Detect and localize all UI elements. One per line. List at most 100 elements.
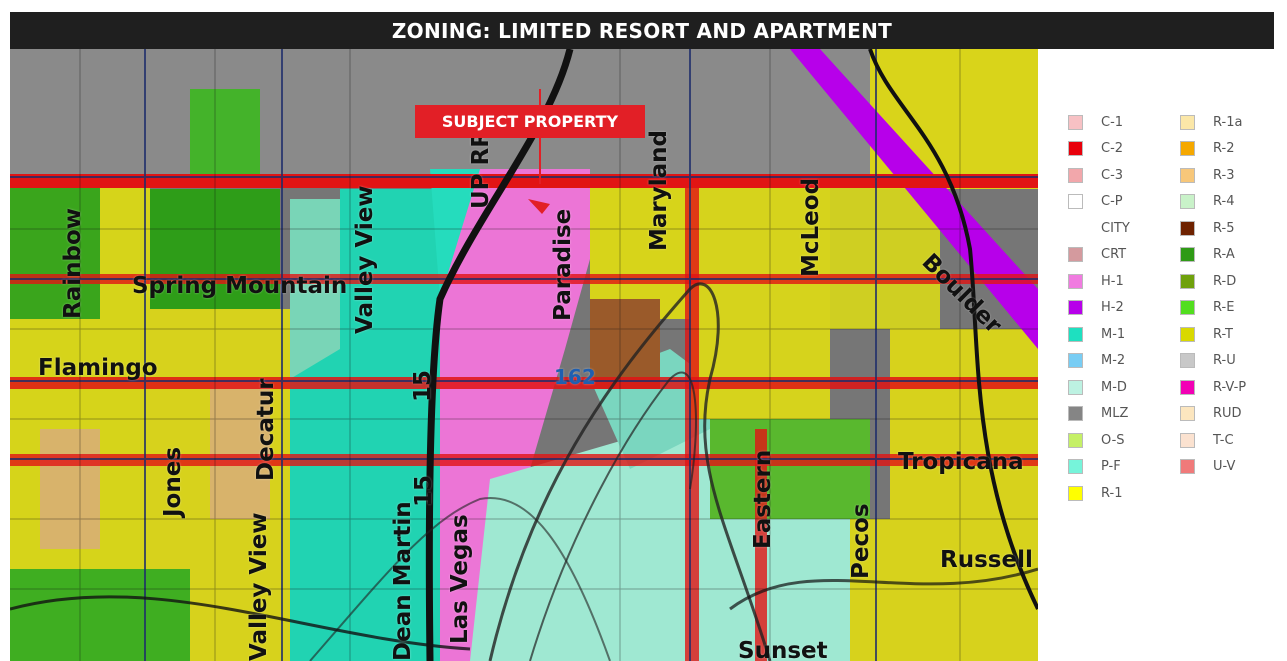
legend-swatch (1068, 273, 1083, 289)
legend-swatch (1068, 247, 1083, 263)
legend-label: T-C (1213, 432, 1234, 448)
legend-swatch (1068, 326, 1083, 342)
legend-item: R-U (1180, 348, 1246, 375)
legend-label: R-1 (1101, 485, 1123, 501)
legend-swatch (1180, 406, 1195, 422)
legend-item: R-1 (1068, 480, 1130, 507)
legend-swatch (1180, 459, 1195, 475)
legend-item: R-1a (1180, 109, 1246, 136)
legend-swatch (1068, 114, 1083, 130)
legend-swatch (1180, 114, 1195, 130)
legend-item: P-F (1068, 454, 1130, 481)
road-label-flamingo: Flamingo (38, 355, 158, 381)
legend-label: R-1a (1213, 114, 1243, 130)
legend-item: O-S (1068, 427, 1130, 454)
road-label-spring-mountain: Spring Mountain (132, 273, 348, 299)
legend-item: RUD (1180, 401, 1246, 428)
legend-label: CITY (1101, 220, 1130, 236)
page-title: ZONING: LIMITED RESORT AND APARTMENT (10, 12, 1274, 49)
legend-swatch (1068, 167, 1083, 183)
road-label-rainbow: Rainbow (60, 207, 86, 319)
legend-swatch (1068, 141, 1083, 157)
legend-item: C-P (1068, 189, 1130, 216)
road-label-dean-martin: Dean Martin (390, 501, 416, 661)
legend-swatch (1068, 379, 1083, 395)
legend-item: H-1 (1068, 268, 1130, 295)
legend-label: P-F (1101, 459, 1121, 475)
legend-item: CRT (1068, 242, 1130, 269)
legend-label: H-2 (1101, 300, 1124, 316)
legend-item: M-D (1068, 374, 1130, 401)
legend-swatch (1180, 273, 1195, 289)
road-label-eastern: Eastern (750, 449, 776, 549)
legend-label: C-3 (1101, 167, 1124, 183)
road-label-valley-view-south: Valley View (246, 512, 272, 661)
legend-label: O-S (1101, 432, 1125, 448)
legend-label: R-5 (1213, 220, 1235, 236)
legend-label: R-U (1213, 353, 1236, 369)
legend-label: R-3 (1213, 167, 1235, 183)
legend-item: R-2 (1180, 136, 1246, 163)
legend-label: MLZ (1101, 406, 1129, 422)
legend-swatch (1180, 353, 1195, 369)
legend-item: R-E (1180, 295, 1246, 322)
legend-item: R-V-P (1180, 374, 1246, 401)
legend-item: M-2 (1068, 348, 1130, 375)
legend-swatch (1068, 459, 1083, 475)
road-label-pecos: Pecos (848, 503, 874, 579)
legend-label: M-1 (1101, 326, 1126, 342)
legend-swatch (1068, 194, 1083, 210)
legend-label: R-T (1213, 326, 1233, 342)
legend-item: C-3 (1068, 162, 1130, 189)
legend-label: R-2 (1213, 141, 1235, 157)
road-label-up-rr: UP RR (468, 130, 494, 209)
legend-item: R-3 (1180, 162, 1246, 189)
legend-swatch (1068, 485, 1083, 501)
legend-swatch (1180, 326, 1195, 342)
legend-item: C-2 (1068, 136, 1130, 163)
legend-label: C-P (1101, 194, 1123, 210)
legend-label: M-D (1101, 379, 1127, 395)
legend-label: R-4 (1213, 194, 1235, 210)
legend-item: CITY (1068, 215, 1130, 242)
legend-item: R-A (1180, 242, 1246, 269)
legend-item: R-T (1180, 321, 1246, 348)
legend-label: R-E (1213, 300, 1235, 316)
road-label-russell: Russell (940, 547, 1033, 573)
legend-swatch (1180, 247, 1195, 263)
legend-label: RUD (1213, 406, 1242, 422)
legend-swatch (1068, 353, 1083, 369)
road-label-tropicana: Tropicana (898, 449, 1024, 475)
legend-label: C-2 (1101, 141, 1124, 157)
legend-item: U-V (1180, 454, 1246, 481)
legend-item: T-C (1180, 427, 1246, 454)
legend-swatch (1180, 379, 1195, 395)
road-label-decatur: Decatur (253, 378, 279, 481)
legend-label: R-D (1213, 273, 1237, 289)
legend-swatch (1180, 141, 1195, 157)
legend-item: H-2 (1068, 295, 1130, 322)
legend-item: M-1 (1068, 321, 1130, 348)
zoning-map-graphic (10, 49, 1038, 661)
legend-swatch (1068, 221, 1083, 236)
legend-label: R-A (1213, 247, 1235, 263)
road-label-valley-view-north: Valley View (352, 185, 378, 334)
road-label-jones: Jones (160, 446, 186, 517)
legend-swatch (1068, 300, 1083, 316)
legend-swatch (1180, 300, 1195, 316)
legend-item: MLZ (1068, 401, 1130, 428)
zoning-map[interactable]: Rainbow Spring Mountain Valley View Flam… (10, 49, 1038, 661)
legend-swatch (1068, 432, 1083, 448)
legend-swatch (1180, 432, 1195, 448)
legend-swatch (1180, 220, 1195, 236)
road-label-sunset: Sunset (738, 638, 828, 661)
legend-label: H-1 (1101, 273, 1124, 289)
subject-property-callout: SUBJECT PROPERTY (415, 105, 645, 138)
legend-swatch (1180, 194, 1195, 210)
road-label-mcleod: McLeod (798, 177, 824, 277)
legend-item: R-D (1180, 268, 1246, 295)
legend-item: C-1 (1068, 109, 1130, 136)
road-label-las-vegas: Las Vegas (447, 514, 473, 644)
